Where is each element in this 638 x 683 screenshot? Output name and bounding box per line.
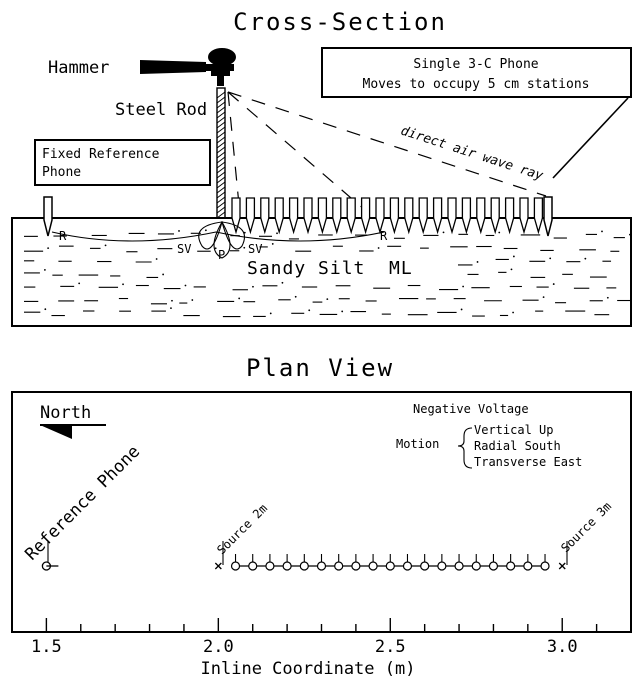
geophone <box>245 197 256 235</box>
tick-label: 1.5 <box>31 637 62 657</box>
phone-box-line-1: Single 3-C Phone <box>413 57 538 72</box>
plan-markers <box>41 554 566 571</box>
geophone <box>418 197 428 235</box>
geophone <box>447 197 457 235</box>
geophone <box>404 197 414 235</box>
geophone <box>317 197 328 235</box>
station-marker <box>437 561 447 571</box>
geophone <box>432 197 443 235</box>
wave-propagation <box>51 220 385 259</box>
air-ray-label: direct air wave ray <box>399 124 545 184</box>
cross-section-title: Cross-Section <box>233 8 447 36</box>
station-marker <box>368 561 378 571</box>
motion-brace <box>457 427 473 469</box>
source-marker <box>558 562 566 570</box>
geophone <box>332 197 342 235</box>
north-arrow-icon <box>40 424 106 439</box>
geophone <box>490 197 500 235</box>
station-marker <box>506 561 516 571</box>
station-marker <box>420 561 430 571</box>
station-marker <box>248 561 258 571</box>
station-marker <box>230 561 241 571</box>
geophone <box>231 197 241 235</box>
reference-phone-callout: Fixed Reference Phone <box>34 139 211 186</box>
geophone <box>519 197 529 235</box>
geophone <box>303 197 313 235</box>
station-marker <box>265 561 275 571</box>
wave-sv-left: SV <box>177 242 191 256</box>
station-marker <box>523 561 533 571</box>
geophone <box>346 197 356 235</box>
station-marker <box>488 561 499 571</box>
ref-box-line-2: Phone <box>42 165 81 180</box>
source-marker <box>214 562 222 570</box>
station-marker <box>471 561 481 571</box>
single-phone-callout: Single 3-C Phone Moves to occupy 5 cm st… <box>321 47 632 98</box>
motion-item-1: Vertical Up <box>474 423 553 437</box>
geophone <box>504 197 515 235</box>
wave-r-left: R <box>59 229 67 243</box>
plan-view-title: Plan View <box>246 354 394 382</box>
station-marker <box>385 561 395 571</box>
geophone <box>533 197 544 235</box>
station-marker <box>454 561 464 571</box>
station-marker <box>540 561 550 571</box>
station-marker <box>334 561 344 571</box>
geophone <box>461 197 472 235</box>
tick-label: 3.0 <box>547 637 578 657</box>
station-marker <box>316 561 327 571</box>
geophone <box>288 197 299 235</box>
station-marker <box>351 561 361 571</box>
soil-texture <box>24 229 632 318</box>
motion-item-2: Radial South <box>474 439 561 453</box>
station-marker <box>402 561 413 571</box>
geophone <box>375 197 385 235</box>
steel-rod-label: Steel Rod <box>115 100 207 120</box>
ref-box-line-1: Fixed Reference <box>42 147 160 162</box>
steel-rod <box>216 87 226 219</box>
station-marker <box>299 561 309 571</box>
geophone <box>260 197 270 235</box>
polarity-title: Negative Voltage <box>413 402 529 416</box>
geophone <box>274 197 284 235</box>
geophone <box>389 197 400 235</box>
air-wave-rays <box>227 91 629 216</box>
hammer-icon <box>140 48 236 86</box>
single-moving-phone <box>543 196 553 237</box>
hammer-label: Hammer <box>48 58 109 78</box>
wave-p: P <box>218 248 225 262</box>
motion-label: Motion <box>396 437 439 451</box>
north-label: North <box>40 403 91 423</box>
wave-sv-right: SV <box>248 242 262 256</box>
wave-r-right: R <box>380 229 388 243</box>
station-marker <box>282 561 292 571</box>
tick-label: 2.0 <box>203 637 234 657</box>
soil-label: Sandy Silt ML <box>247 258 413 279</box>
geophone <box>476 197 486 235</box>
x-axis: 1.5 2.0 2.5 3.0 <box>11 618 632 657</box>
phone-spread <box>231 197 544 235</box>
tick-label: 2.5 <box>375 637 406 657</box>
geophone <box>360 197 371 235</box>
phone-box-line-2: Moves to occupy 5 cm stations <box>363 77 590 92</box>
soil-block <box>11 217 632 327</box>
motion-item-3: Transverse East <box>474 455 582 469</box>
reference-phone-geophone <box>43 196 53 237</box>
x-axis-title: Inline Coordinate (m) <box>201 659 416 679</box>
plan-view-frame <box>11 391 632 633</box>
